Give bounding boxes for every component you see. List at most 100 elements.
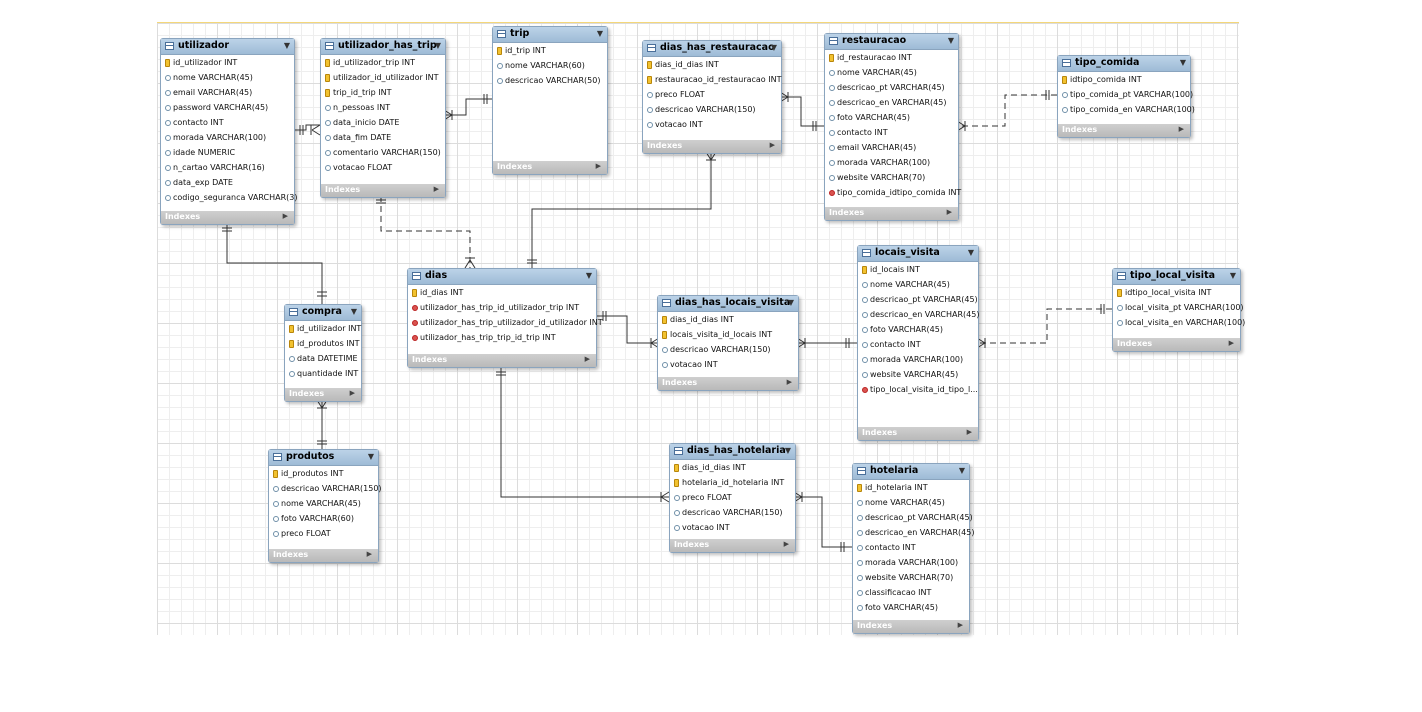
collapse-arrow-icon[interactable]: ▼ [367,452,374,461]
primary-key-column[interactable]: id_locais INT [858,262,978,277]
collapse-arrow-icon[interactable]: ▼ [1179,58,1186,67]
column[interactable]: local_visita_pt VARCHAR(100) [1113,300,1244,315]
expand-arrow-icon[interactable]: ▶ [769,141,775,149]
column[interactable]: idade NUMERIC [161,145,294,160]
collapse-arrow-icon[interactable]: ▼ [967,248,974,257]
column[interactable]: data_inicio DATE [321,115,445,130]
primary-key-column[interactable]: dias_id_dias INT [643,57,781,72]
primary-key-column[interactable]: id_trip INT [493,43,607,58]
column[interactable]: contacto INT [853,540,969,555]
column[interactable]: nome VARCHAR(45) [825,65,958,80]
indexes-section[interactable]: Indexes ▶ [643,140,781,153]
indexes-section[interactable]: Indexes ▶ [493,161,607,174]
column[interactable]: descricao VARCHAR(150) [658,342,798,357]
table-header[interactable]: utilizador_has_trip ▼ [321,39,445,55]
table-header[interactable]: restauracao ▼ [825,34,958,50]
primary-key-column[interactable]: idtipo_local_visita INT [1113,285,1240,300]
column[interactable]: quantidade INT [285,366,361,381]
primary-key-column[interactable]: idtipo_comida INT [1058,72,1190,87]
expand-arrow-icon[interactable]: ▶ [595,162,601,170]
indexes-section[interactable]: Indexes ▶ [670,539,795,552]
column[interactable]: contacto INT [825,125,958,140]
column[interactable]: descricao_en VARCHAR(45) [853,525,974,540]
expand-arrow-icon[interactable]: ▶ [584,355,590,363]
foreign-key-column[interactable]: utilizador_has_trip_id_utilizador_trip I… [408,300,596,315]
primary-key-column[interactable]: hotelaria_id_hotelaria INT [670,475,795,490]
column[interactable]: website VARCHAR(70) [853,570,969,585]
column[interactable]: preco FLOAT [670,490,795,505]
column[interactable]: email VARCHAR(45) [825,140,958,155]
table-header[interactable]: trip ▼ [493,27,607,43]
column[interactable]: votacao INT [643,117,781,132]
column[interactable]: contacto INT [161,115,294,130]
collapse-arrow-icon[interactable]: ▼ [350,307,357,316]
collapse-arrow-icon[interactable]: ▼ [947,36,954,45]
expand-arrow-icon[interactable]: ▶ [1228,339,1234,347]
primary-key-column[interactable]: utilizador_id_utilizador INT [321,70,445,85]
column[interactable]: codigo_seguranca VARCHAR(3) [161,190,297,205]
column[interactable]: foto VARCHAR(45) [825,110,958,125]
column[interactable]: data_exp DATE [161,175,294,190]
expand-arrow-icon[interactable]: ▶ [433,185,439,193]
column[interactable]: website VARCHAR(70) [825,170,958,185]
primary-key-column[interactable]: id_hotelaria INT [853,480,969,495]
column[interactable]: morada VARCHAR(100) [825,155,958,170]
column[interactable]: nome VARCHAR(45) [858,277,978,292]
column[interactable]: classificacao INT [853,585,969,600]
column[interactable]: votacao INT [658,357,798,372]
column[interactable]: morada VARCHAR(100) [161,130,294,145]
table-header[interactable]: locais_visita ▼ [858,246,978,262]
expand-arrow-icon[interactable]: ▶ [786,378,792,386]
expand-arrow-icon[interactable]: ▶ [966,428,972,436]
indexes-section[interactable]: Indexes ▶ [658,377,798,390]
collapse-arrow-icon[interactable]: ▼ [958,466,965,475]
table-header[interactable]: dias_has_restauracao ▼ [643,41,781,57]
column[interactable]: n_cartao VARCHAR(16) [161,160,294,175]
column[interactable]: descricao_en VARCHAR(45) [825,95,958,110]
column[interactable]: data DATETIME [285,351,361,366]
collapse-arrow-icon[interactable]: ▼ [434,41,441,50]
table-header[interactable]: dias ▼ [408,269,596,285]
expand-arrow-icon[interactable]: ▶ [1178,125,1184,133]
column[interactable]: data_fim DATE [321,130,445,145]
expand-arrow-icon[interactable]: ▶ [349,389,355,397]
table-header[interactable]: dias_has_locais_visita ▼ [658,296,798,312]
column[interactable]: preco FLOAT [643,87,781,102]
column[interactable]: descricao_pt VARCHAR(45) [858,292,978,307]
primary-key-column[interactable]: dias_id_dias INT [658,312,798,327]
column[interactable]: descricao VARCHAR(50) [493,73,607,88]
indexes-section[interactable]: Indexes ▶ [1058,124,1190,137]
table-header[interactable]: utilizador ▼ [161,39,294,55]
expand-arrow-icon[interactable]: ▶ [783,540,789,548]
indexes-section[interactable]: Indexes ▶ [269,549,378,562]
primary-key-column[interactable]: restauracao_id_restauracao INT [643,72,781,87]
primary-key-column[interactable]: id_utilizador INT [285,321,361,336]
collapse-arrow-icon[interactable]: ▼ [585,271,592,280]
column[interactable]: descricao_pt VARCHAR(45) [853,510,973,525]
indexes-section[interactable]: Indexes ▶ [161,211,294,224]
collapse-arrow-icon[interactable]: ▼ [787,298,794,307]
primary-key-column[interactable]: dias_id_dias INT [670,460,795,475]
column[interactable]: password VARCHAR(45) [161,100,294,115]
primary-key-column[interactable]: trip_id_trip INT [321,85,445,100]
column[interactable]: local_visita_en VARCHAR(100) [1113,315,1245,330]
column[interactable]: tipo_comida_en VARCHAR(100) [1058,102,1195,117]
column[interactable]: nome VARCHAR(45) [269,496,378,511]
expand-arrow-icon[interactable]: ▶ [957,621,963,629]
table-header[interactable]: produtos ▼ [269,450,378,466]
column[interactable]: foto VARCHAR(60) [269,511,378,526]
indexes-section[interactable]: Indexes ▶ [1113,338,1240,351]
foreign-key-column[interactable]: utilizador_has_trip_trip_id_trip INT [408,330,596,345]
column[interactable]: descricao_pt VARCHAR(45) [825,80,958,95]
column[interactable]: descricao VARCHAR(150) [643,102,781,117]
table-header[interactable]: tipo_local_visita ▼ [1113,269,1240,285]
column[interactable]: comentario VARCHAR(150) [321,145,445,160]
